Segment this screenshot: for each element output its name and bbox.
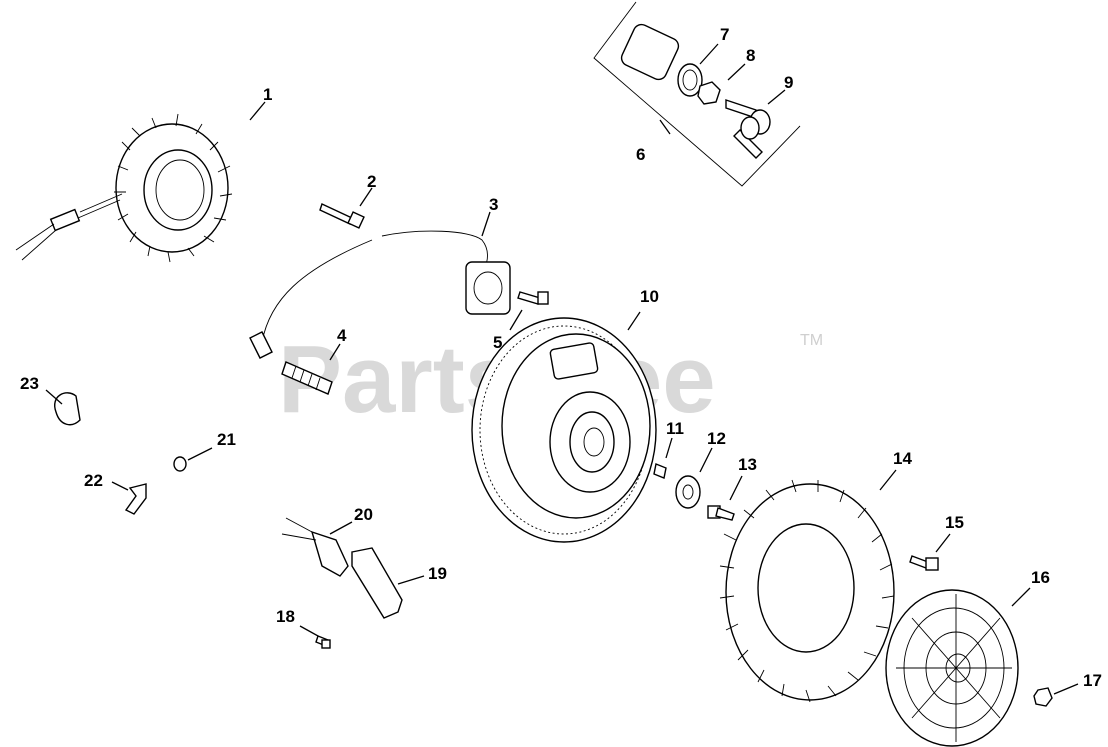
stator-part[interactable] bbox=[15, 113, 233, 263]
callout-14: 14 bbox=[893, 449, 912, 468]
callout-17: 17 bbox=[1083, 671, 1102, 690]
leader-10 bbox=[627, 311, 641, 331]
leader-9 bbox=[767, 89, 786, 105]
leader-3 bbox=[481, 211, 491, 237]
leader-16 bbox=[1011, 587, 1031, 607]
washer-part[interactable] bbox=[675, 475, 701, 509]
callout-11: 11 bbox=[666, 419, 684, 438]
leader-5 bbox=[509, 309, 523, 331]
callout-7: 7 bbox=[720, 25, 729, 44]
flywheel-part[interactable] bbox=[471, 317, 657, 543]
callout-12: 12 bbox=[707, 429, 726, 448]
bolt-part-15[interactable] bbox=[909, 555, 939, 571]
callout-13: 13 bbox=[738, 455, 757, 474]
screw-part-18[interactable] bbox=[315, 635, 331, 649]
leader-13 bbox=[729, 475, 743, 501]
callout-19: 19 bbox=[428, 564, 447, 583]
callout-20: 20 bbox=[354, 505, 373, 524]
callout-3: 3 bbox=[489, 195, 498, 214]
leader-22 bbox=[111, 481, 129, 491]
bolt-part-2[interactable] bbox=[319, 203, 365, 229]
callout-5: 5 bbox=[493, 333, 502, 352]
callout-22: 22 bbox=[84, 471, 103, 490]
leader-21 bbox=[187, 447, 213, 461]
callout-8: 8 bbox=[746, 46, 755, 65]
leader-19 bbox=[397, 575, 425, 585]
leader-7 bbox=[699, 43, 719, 65]
rotating-screen-part[interactable] bbox=[885, 589, 1019, 747]
leader-4 bbox=[329, 343, 341, 361]
washer-part-21[interactable] bbox=[173, 456, 187, 472]
callout-16: 16 bbox=[1031, 568, 1050, 587]
callout-18: 18 bbox=[276, 607, 295, 626]
callout-21: 21 bbox=[217, 430, 236, 449]
leader-15 bbox=[935, 533, 951, 553]
cooling-fan-part[interactable] bbox=[719, 479, 895, 703]
callout-10: 10 bbox=[640, 287, 659, 306]
leader-11 bbox=[665, 437, 673, 459]
callout-15: 15 bbox=[945, 513, 964, 532]
ignition-coil-part[interactable] bbox=[249, 230, 511, 359]
callout-1: 1 bbox=[263, 85, 272, 104]
clamp-part-23[interactable] bbox=[54, 392, 81, 426]
leader-23 bbox=[45, 389, 63, 405]
bracket-part-19[interactable] bbox=[351, 547, 403, 619]
callout-6: 6 bbox=[636, 145, 645, 164]
spark-plug-part[interactable] bbox=[281, 361, 333, 395]
leader-14 bbox=[879, 469, 897, 491]
callout-2: 2 bbox=[367, 172, 376, 191]
watermark-trademark: TM bbox=[800, 332, 823, 349]
woodruff-key-part[interactable] bbox=[653, 463, 667, 479]
leader-1 bbox=[249, 101, 266, 121]
callout-4: 4 bbox=[337, 326, 347, 345]
leader-8 bbox=[727, 63, 746, 81]
leader-6 bbox=[659, 119, 671, 135]
nut-part-17[interactable] bbox=[1033, 687, 1053, 707]
leader-17 bbox=[1053, 683, 1079, 695]
bracket-part-20[interactable] bbox=[281, 517, 349, 577]
bolt-part-13[interactable] bbox=[707, 505, 735, 521]
callout-23: 23 bbox=[20, 374, 39, 393]
clip-part-22[interactable] bbox=[124, 483, 147, 515]
callout-9: 9 bbox=[784, 73, 793, 92]
leader-18 bbox=[299, 625, 319, 637]
leader-2 bbox=[359, 187, 373, 207]
leader-12 bbox=[699, 447, 713, 473]
leader-20 bbox=[329, 521, 353, 535]
key-switch-assembly[interactable] bbox=[593, 1, 801, 187]
bolt-part-5[interactable] bbox=[517, 291, 549, 305]
